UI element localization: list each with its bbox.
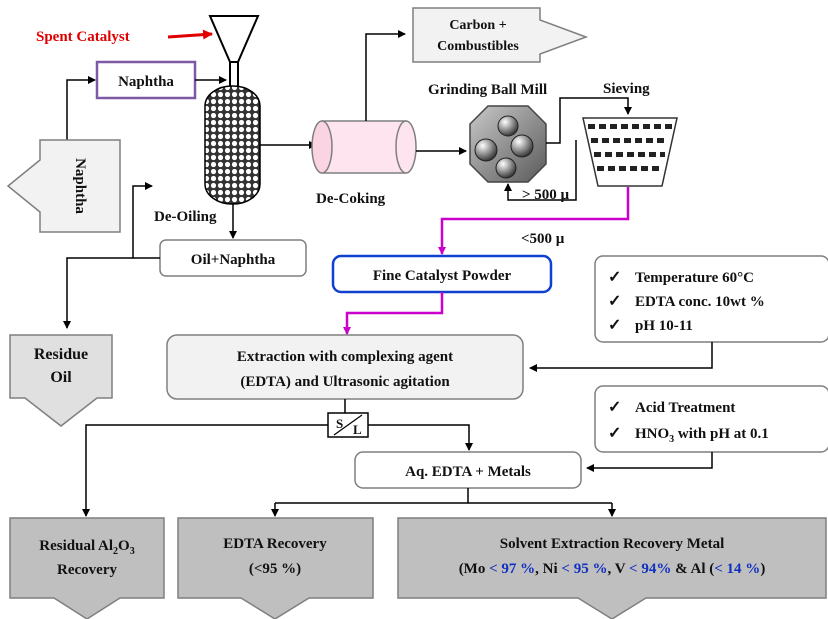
lt500-label: <500 µ [521,231,565,247]
oil-naphtha-label: Oil+Naphtha [191,252,276,268]
undersize-line [438,187,630,255]
condition-hno3: HNO3 with pH at 0.1 [635,426,769,445]
de-coking-label: De-Coking [316,191,386,207]
powder-to-extraction-line [343,292,444,335]
hopper-funnel [208,15,260,63]
grinding-label: Grinding Ball Mill [428,82,547,98]
check-icon: ✓ [608,399,621,416]
residue-label-line2: Oil [50,369,72,386]
aq-edta-metals-label: Aq. EDTA + Metals [405,464,531,480]
residual-recovery-label: Recovery [57,562,117,578]
extraction-label-line1: Extraction with complexing agent [237,349,453,365]
solvent-extraction-label-line2: (Mo < 97 %, Ni < 95 %, V < 94% & Al (< 1… [459,561,766,577]
extraction-label-line2: (EDTA) and Ultrasonic agitation [240,374,450,390]
oil-naphtha-recycle-line [132,182,160,259]
condition-edta-conc: EDTA conc. 10wt % [635,294,765,310]
solvent-extraction-block-arrow [397,517,827,619]
condition-acid-treatment: Acid Treatment [635,400,735,416]
mill-to-sieve-line [546,97,632,144]
sieving-label: Sieving [603,81,650,97]
edta-recovery-block-arrow [177,517,374,619]
naphtha-recycle-line [66,76,96,140]
spent-catalyst-label: Spent Catalyst [36,29,130,45]
check-icon: ✓ [608,293,621,310]
condition-temperature: Temperature 60°C [635,270,754,286]
condition-ph: pH 10-11 [635,318,693,334]
separator-divider [333,414,363,436]
residue-oil-block-arrow [9,334,113,427]
oversize-recycle-line [504,140,577,201]
mill-ball-1 [497,115,519,137]
de-oiling-label: De-Oiling [154,209,217,225]
de-oiling-column [204,85,261,205]
check-icon: ✓ [608,425,621,442]
naphtha-block-arrow-label: Naphtha [72,158,88,214]
sieve [582,117,678,187]
conditions-box-2 [594,385,828,453]
gt500-label: > 500 µ [522,187,570,203]
separator-l-label: L [353,422,362,437]
decoker-to-carbon-line [365,30,406,121]
check-icon: ✓ [608,269,621,286]
de-coking-cylinder [311,120,417,174]
mill-ball-4 [495,157,517,179]
oil-naphtha-to-residue-line [63,257,133,329]
ball-mill [469,105,547,183]
spent-catalyst-arrow [167,29,213,40]
mill-ball-2 [474,138,498,162]
solid-liquid-separator [327,412,369,438]
residue-label-line1: Residue [34,346,88,363]
fine-catalyst-powder-label: Fine Catalyst Powder [373,268,512,284]
edta-recovery-label-line2: (<95 %) [249,561,301,577]
naphtha-box-label: Naphtha [118,74,174,90]
carbon-label-line2: Combustibles [437,39,519,54]
residual-al2o3-block-arrow [9,517,165,619]
conditions1-to-extraction-line [529,342,713,372]
separator-to-liquid-line [368,424,473,451]
separator-to-solid-line [82,424,328,517]
naphtha-block-arrow [6,139,121,233]
edta-recovery-label-line1: EDTA Recovery [223,536,327,552]
carbon-combustibles-block-arrow [412,7,589,63]
residual-al2o3-label: Residual Al2O3 [39,538,134,557]
check-icon: ✓ [608,317,621,334]
solvent-extraction-label-line1: Solvent Extraction Recovery Metal [500,536,725,552]
carbon-label-line1: Carbon + [449,18,506,33]
conditions2-to-aq-line [586,452,713,472]
mill-ball-3 [510,134,534,158]
separator-s-label: S [336,416,343,431]
